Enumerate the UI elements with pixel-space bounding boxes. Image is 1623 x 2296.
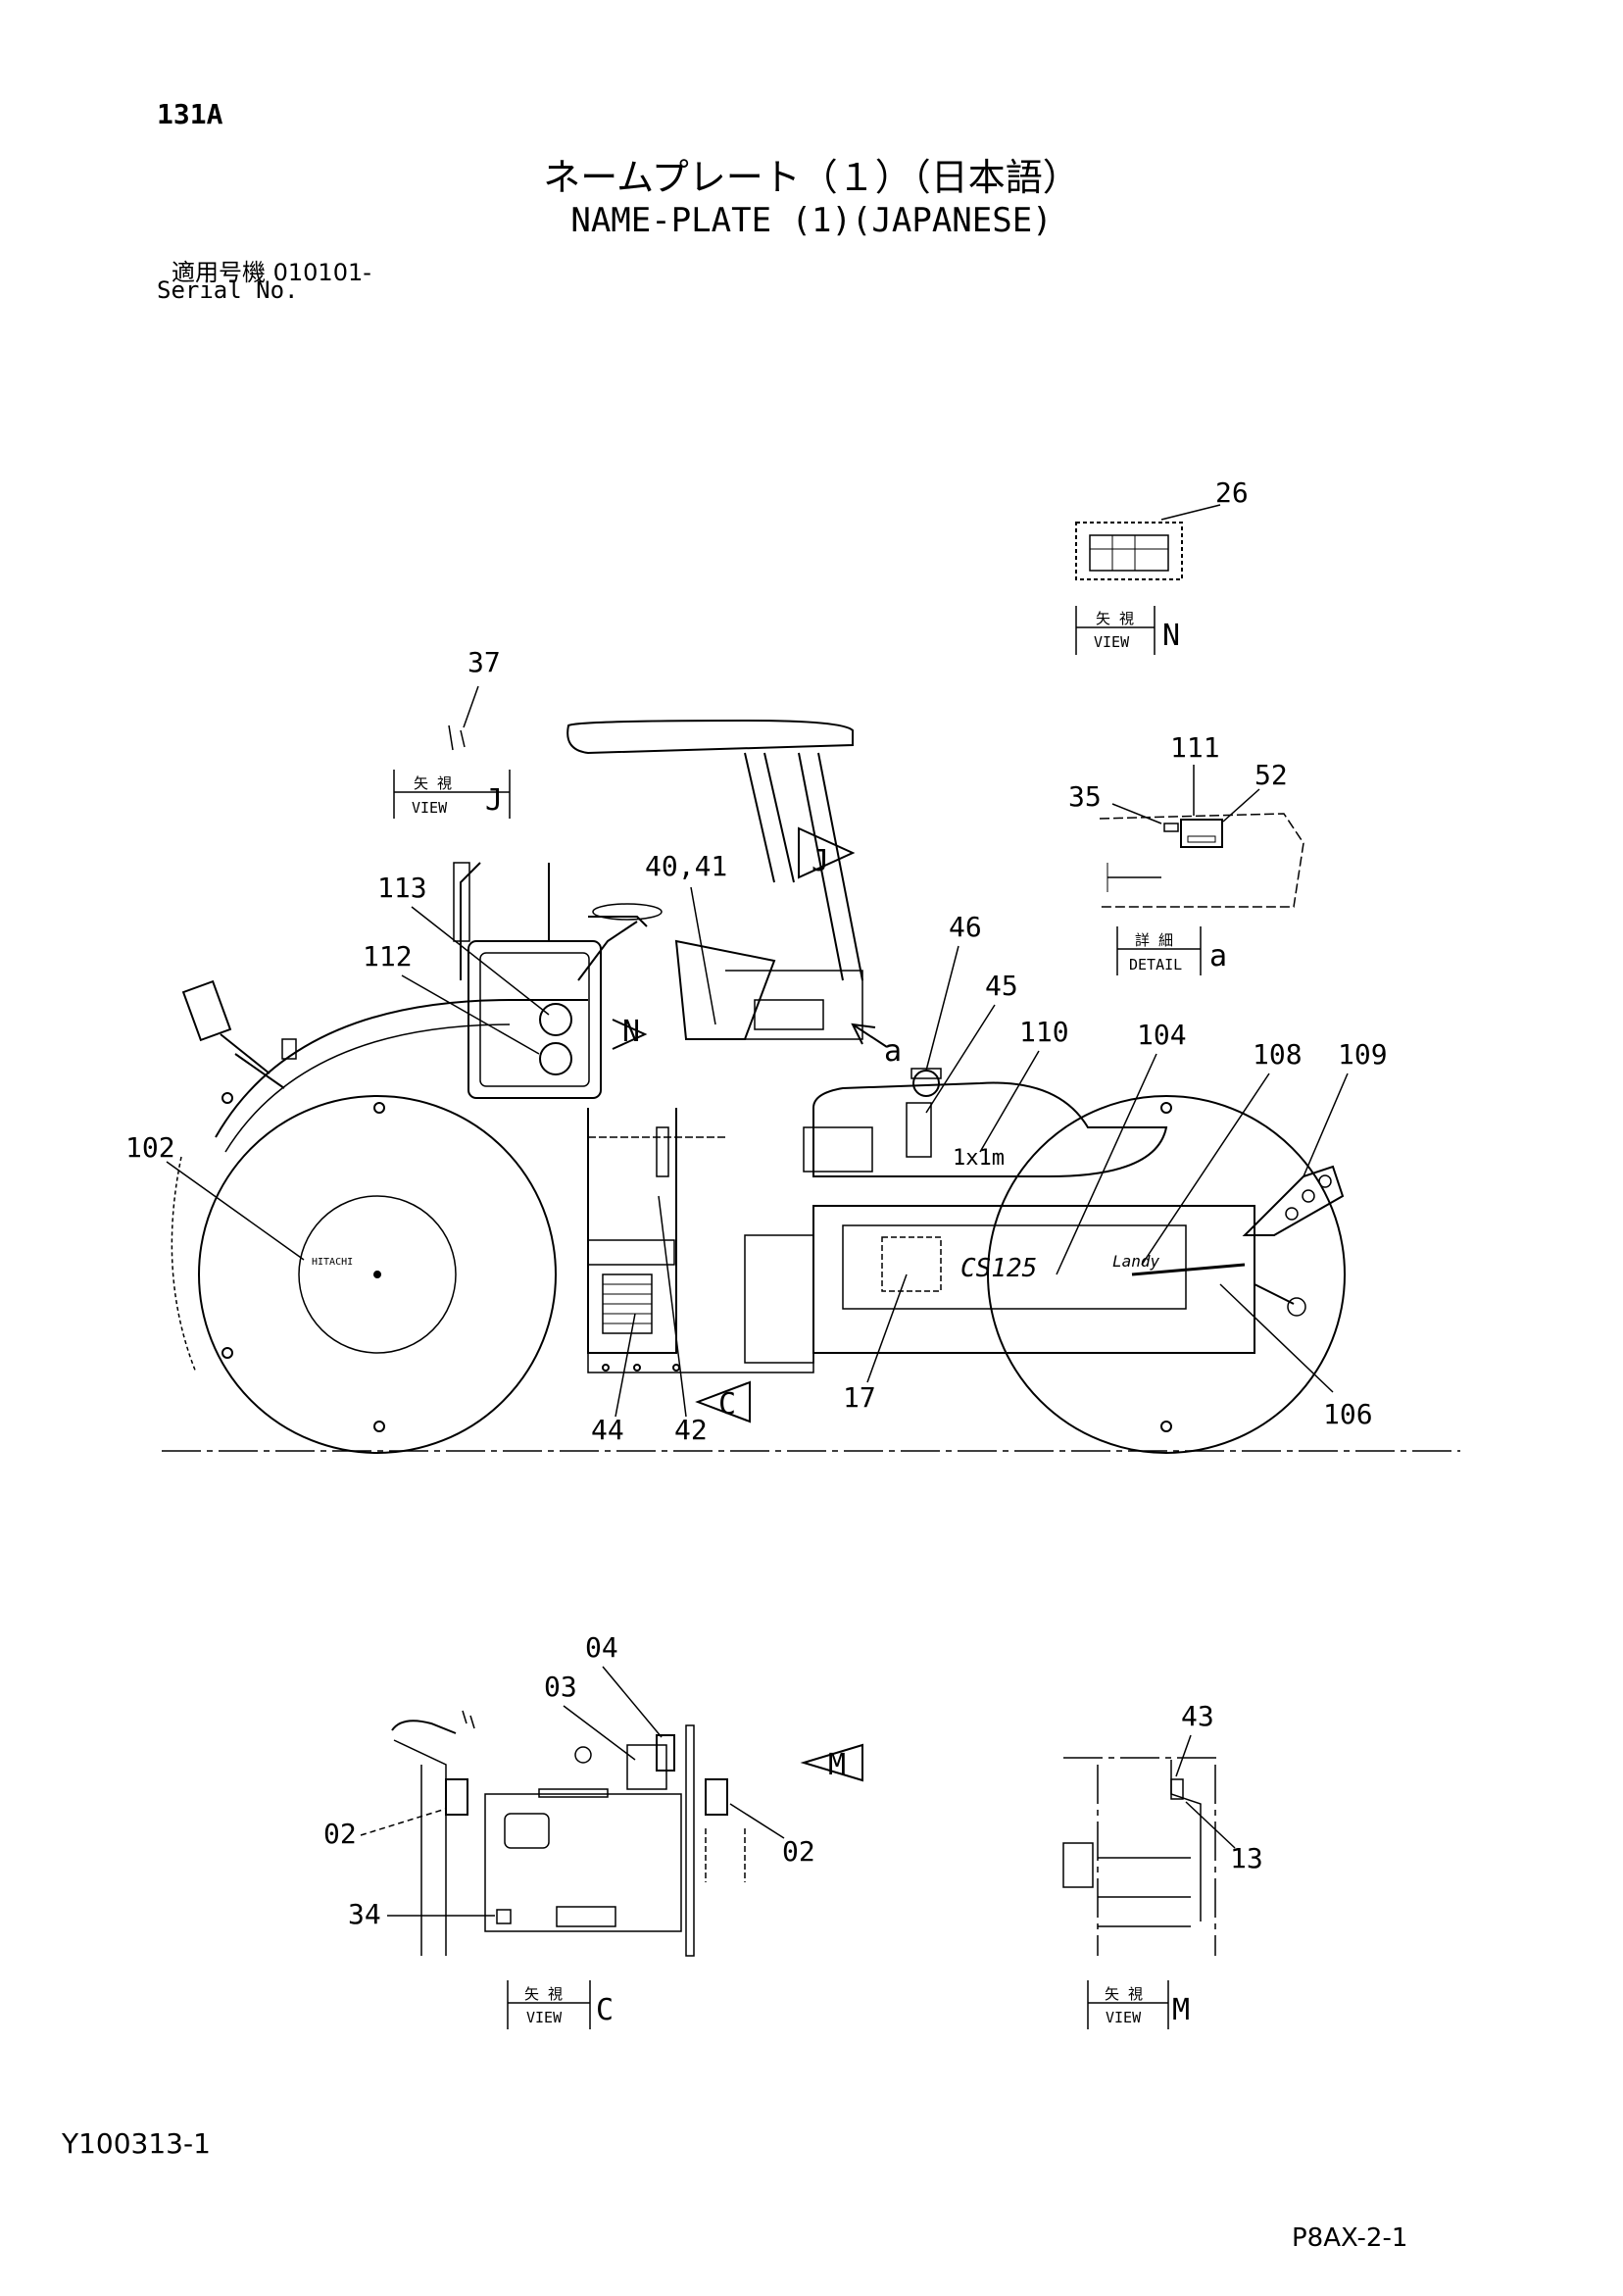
view-arrow-n-letter: N [622, 1015, 640, 1049]
view-box-j: 矢 視 VIEW J [393, 770, 511, 819]
callout-02-right: 02 [782, 1835, 815, 1868]
view-box-c-en: VIEW [526, 2009, 563, 2026]
callout-45: 45 [985, 970, 1018, 1002]
callout-17: 17 [843, 1381, 876, 1414]
view-box-j-en: VIEW [412, 799, 448, 817]
view-box-n-letter: N [1162, 619, 1180, 653]
callout-02-left: 02 [323, 1818, 357, 1850]
view-arrow-c: C [695, 1380, 751, 1423]
callout-40-41: 40,41 [645, 850, 727, 882]
view-box-j-letter: J [485, 783, 503, 818]
view-box-m-letter: M [1172, 1993, 1190, 2027]
view-box-c: 矢 視 VIEW C [507, 1980, 614, 2029]
detail-box-a-jp: 詳 細 [1135, 931, 1173, 949]
callout-52: 52 [1254, 759, 1288, 791]
callouts-view-m: 43 13 [1175, 1700, 1263, 1874]
serial-label-english: Serial No. [157, 276, 299, 304]
page-code: P8AX-2-1 [1292, 2223, 1408, 2253]
view-arrow-c-letter: C [718, 1387, 736, 1422]
view-j-detail: 37 [448, 646, 501, 751]
detail-a: 111 52 35 [1068, 731, 1304, 908]
callouts-view-c: 04 03 02 02 34 [323, 1631, 815, 1930]
callout-03: 03 [544, 1671, 577, 1703]
callout-106: 106 [1323, 1398, 1373, 1430]
view-arrow-j: J [798, 826, 856, 879]
callout-46: 46 [949, 911, 982, 943]
callouts-main: 40,41 113 112 46 45 110 104 108 109 102 … [125, 850, 1388, 1446]
callout-26: 26 [1215, 476, 1249, 509]
callout-43: 43 [1181, 1700, 1214, 1732]
detail-box-a-en: DETAIL [1129, 956, 1182, 973]
callout-112: 112 [363, 940, 413, 973]
view-m-detail [1062, 1757, 1220, 1956]
view-n-detail: 26 [1075, 476, 1249, 580]
document-id: Y100313-1 [62, 2127, 211, 2160]
view-arrow-m-letter: M [828, 1748, 846, 1782]
view-box-c-jp: 矢 視 [524, 1985, 563, 2003]
view-arrow-a: a [851, 1023, 902, 1069]
roller-machine-side-view: HITACHI [162, 719, 1460, 1454]
title-japanese: ネームプレート（１）（日本語） [543, 156, 1080, 199]
view-c-detail [391, 1710, 746, 1957]
view-box-n-en: VIEW [1094, 633, 1130, 651]
model-mark: CS125 [960, 1254, 1037, 1283]
serial-label-japanese: 適用号機 010101- [172, 259, 371, 286]
callout-108: 108 [1253, 1038, 1303, 1071]
callout-110: 110 [1019, 1016, 1069, 1048]
callout-44: 44 [591, 1414, 624, 1446]
view-box-j-jp: 矢 視 [414, 774, 452, 792]
callout-113: 113 [377, 872, 427, 904]
callout-04: 04 [585, 1631, 618, 1664]
callout-42: 42 [674, 1414, 708, 1446]
callout-13: 13 [1230, 1842, 1263, 1874]
view-box-n-jp: 矢 視 [1096, 610, 1134, 627]
callout-35: 35 [1068, 780, 1102, 813]
page-number: 131A [157, 98, 223, 130]
title-english: NAME-PLATE (1)(JAPANESE) [570, 201, 1053, 240]
callout-104: 104 [1137, 1019, 1187, 1051]
view-box-m-jp: 矢 視 [1105, 1985, 1143, 2003]
view-arrow-n: N [612, 1015, 648, 1050]
detail-box-a: 詳 細 DETAIL a [1116, 926, 1227, 975]
callout-111: 111 [1170, 731, 1220, 764]
callout-109: 109 [1338, 1038, 1388, 1071]
view-box-c-letter: C [596, 1993, 614, 2027]
view-box-m: 矢 視 VIEW M [1087, 1980, 1190, 2029]
view-arrow-j-letter: J [812, 844, 829, 878]
size-mark: 1x1m [953, 1146, 1005, 1171]
view-box-m-en: VIEW [1106, 2009, 1142, 2026]
drum-logo: HITACHI [312, 1257, 353, 1268]
callout-37: 37 [467, 646, 501, 678]
detail-box-a-letter: a [1209, 939, 1227, 973]
brand-mark: Landy [1112, 1252, 1160, 1271]
view-arrow-m: M [800, 1743, 863, 1782]
view-box-n: 矢 視 VIEW N [1075, 606, 1180, 655]
view-arrow-a-letter: a [884, 1034, 902, 1069]
callout-102: 102 [125, 1131, 175, 1164]
callout-34: 34 [348, 1898, 381, 1930]
